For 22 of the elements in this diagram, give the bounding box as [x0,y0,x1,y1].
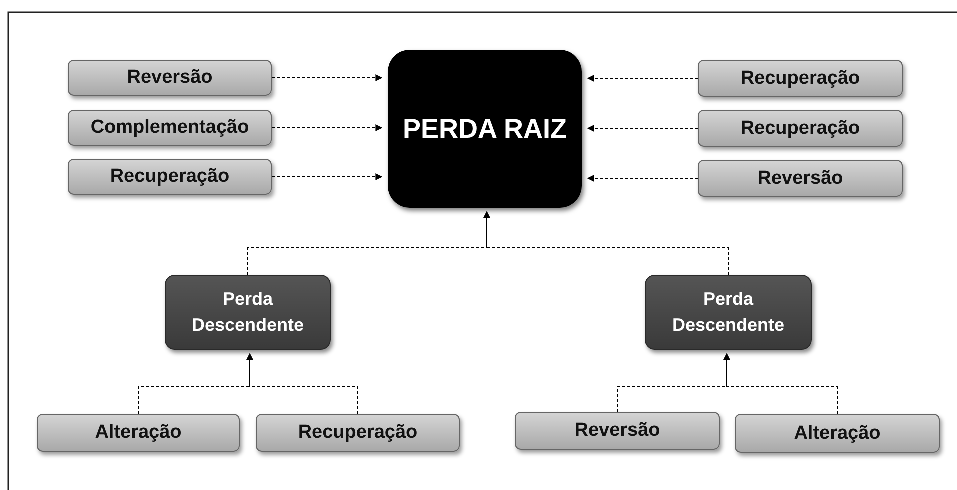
process-box: Complementação [68,110,272,146]
process-box: Perda Descendente [165,275,331,350]
arrow [272,174,383,180]
arrow [272,124,383,132]
process-box: Recuperação [68,159,272,195]
arrow [484,211,729,276]
process-box: Alteração [735,414,940,453]
arrow [587,75,698,82]
process-box: Recuperação [698,60,903,97]
arrow [587,175,698,182]
process-box: Reversão [698,160,903,197]
process-box: Reversão [68,60,272,96]
root-box: PERDA RAIZ [388,50,582,208]
process-box: Perda Descendente [645,275,812,350]
process-box: Recuperação [698,110,903,147]
arrow [246,353,358,414]
arrow [724,353,838,414]
arrow [272,74,383,82]
arrow [587,125,698,132]
process-box: Reversão [515,412,720,450]
process-box: Recuperação [256,414,460,452]
process-box: Alteração [37,414,240,452]
